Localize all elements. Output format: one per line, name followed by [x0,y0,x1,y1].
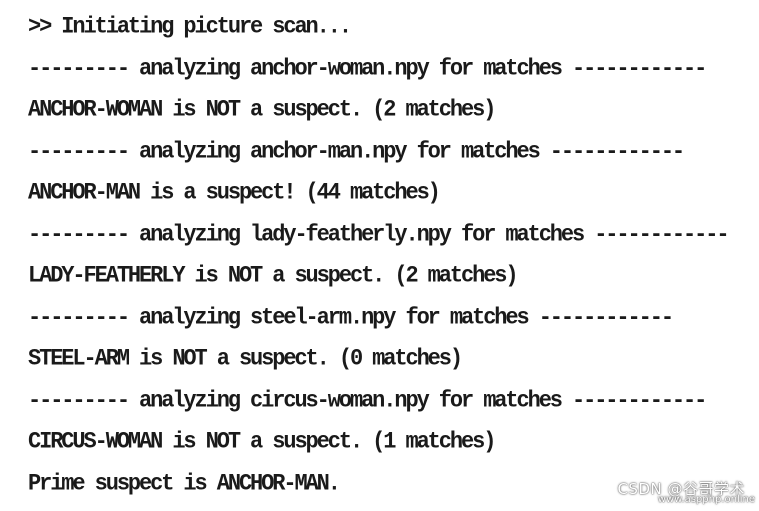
terminal-line-analyzing-anchor-man: --------- analyzing anchor-man.npy for m… [28,137,685,165]
terminal-line-analyzing-anchor-woman: --------- analyzing anchor-woman.npy for… [28,54,707,82]
terminal-line-analyzing-circus-woman: --------- analyzing circus-woman.npy for… [28,386,707,414]
terminal-line-scan-start: >> Initiating picture scan... [28,13,352,40]
terminal-output: >> Initiating picture scan... --------- … [28,10,748,508]
terminal-line-result-steel-arm: STEEL-ARM is NOT a suspect. (0 matches) [28,345,463,372]
terminal-line-result-circus-woman: CIRCUS-WOMAN is NOT a suspect. (1 matche… [28,428,496,455]
terminal-line-prime-suspect: Prime suspect is ANCHOR-MAN. [28,469,341,497]
terminal-line-analyzing-steel-arm: --------- analyzing steel-arm.npy for ma… [28,303,674,331]
site-watermark: www.aspphp.online [657,494,755,505]
terminal-line-result-anchor-man: ANCHOR-MAN is a suspect! (44 matches) [28,179,441,206]
terminal-line-result-lady-featherly: LADY-FEATHERLY is NOT a suspect. (2 matc… [28,262,519,289]
csdn-watermark: CSDN @谷哥学术 [617,480,745,498]
terminal-line-result-anchor-woman: ANCHOR-WOMAN is NOT a suspect. (2 matche… [28,96,496,123]
terminal-line-analyzing-lady-featherly: --------- analyzing lady-featherly.npy f… [28,220,730,248]
